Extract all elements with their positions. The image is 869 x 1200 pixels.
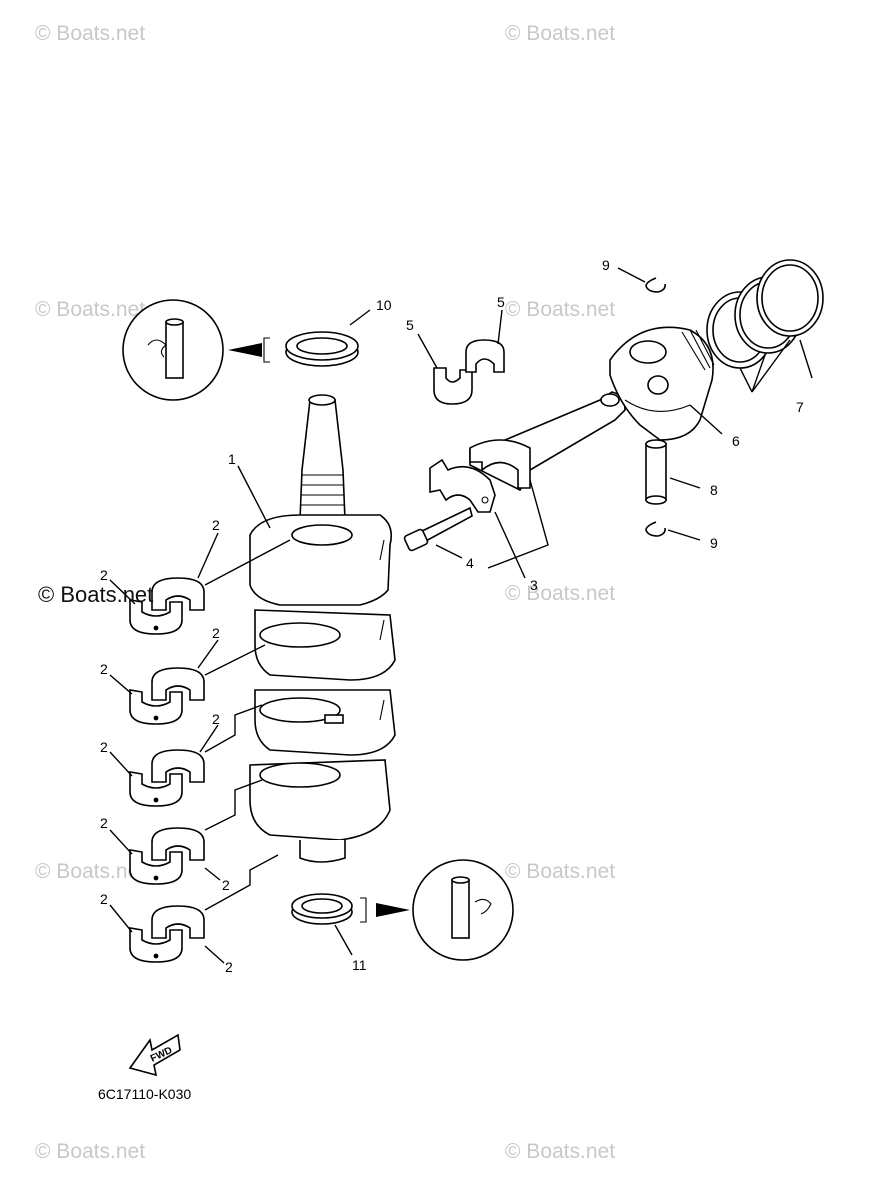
watermark-bottom-left: © Boats.net [35,1140,146,1163]
pointer-arrow-bottom [376,903,410,917]
callout-4: 4 [466,555,474,571]
callout-2-j: 2 [225,959,233,975]
watermark-top-left: © Boats.net [35,22,146,45]
callout-2-e: 2 [212,711,220,727]
fwd-label: FWD [149,1045,174,1065]
part-6-piston [609,326,715,441]
shaft-detail [165,321,184,379]
pointer-arrow [228,343,262,357]
callout-3: 3 [530,577,538,593]
bearing-pair-1 [129,577,205,635]
part-8-piston-pin [645,439,667,505]
part-10-oil-seal [285,331,359,367]
callout-9-a: 9 [602,257,610,273]
part-9-circlips [645,277,666,537]
bearing-pair-5 [129,905,205,963]
bearing-pair-2 [129,667,205,725]
oil-seal-detail-bottom [360,859,514,961]
diagram-code: 6C17110-K030 [98,1086,192,1102]
watermark-mid-right: © Boats.net [505,298,616,321]
part-4-rod-bolt [403,506,473,552]
callout-5-a: 5 [406,317,414,333]
oil-seal-lip-icon [474,898,492,915]
part-3-connecting-rod [429,391,626,513]
watermark-lower-left: © Boats.net [35,860,146,883]
watermark-center-right: © Boats.net [505,582,616,605]
callout-11: 11 [352,957,367,973]
fwd-arrow-icon: FWD [128,1033,181,1077]
callout-2-d: 2 [100,661,108,677]
callout-1: 1 [228,451,236,467]
bearing-leader-lines [204,539,291,911]
callout-2-a: 2 [212,517,220,533]
callout-10: 10 [376,297,392,313]
watermark-top-right: © Boats.net [505,22,616,45]
oil-seal-lip-icon [147,339,167,358]
callout-7: 7 [796,399,804,415]
watermark-mid-left: © Boats.net [35,298,146,321]
part-11-oil-seal [291,893,353,925]
callout-6: 6 [732,433,740,449]
callout-2-i: 2 [100,891,108,907]
callout-2-c: 2 [212,625,220,641]
callout-2-b: 2 [100,567,108,583]
callout-9-b: 9 [710,535,718,551]
watermark-center-left: © Boats.net [38,582,154,607]
part-7-piston-rings [706,259,824,369]
watermark-lower-right: © Boats.net [505,860,616,883]
oil-seal-detail-top [122,299,270,401]
callout-2-g: 2 [100,815,108,831]
bearing-pair-3 [129,749,205,807]
part-5-rod-bearings [433,339,505,405]
watermark-bottom-right: © Boats.net [505,1140,616,1163]
part-1-crankshaft [249,394,396,863]
bearing-pair-4 [129,827,205,885]
callout-leaders [109,267,813,964]
callout-5-b: 5 [497,294,505,310]
callout-2-f: 2 [100,739,108,755]
callout-8: 8 [710,482,718,498]
callout-2-h: 2 [222,877,230,893]
part-2-main-bearings [129,577,205,963]
